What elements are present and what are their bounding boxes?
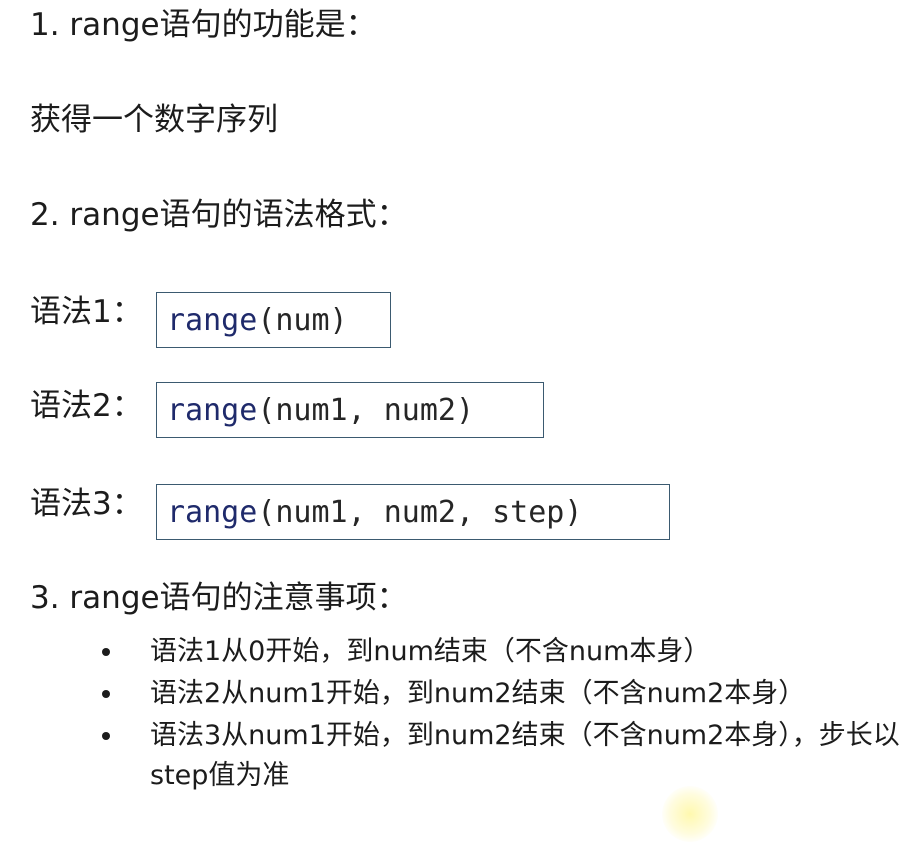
note-text: 语法1从0开始，到num结束（不含num本身）	[150, 636, 711, 667]
section3-heading: 3. range语句的注意事项：	[30, 580, 408, 616]
note-text: 语法3从num1开始，到num2结束（不含num2本身），步长以step值为准	[150, 720, 900, 791]
code-keyword: range	[167, 302, 258, 338]
list-item: 语法1从0开始，到num结束（不含num本身）	[100, 632, 900, 672]
cursor-highlight	[662, 786, 718, 842]
note-text: 语法2从num1开始，到num2结束（不含num2本身）	[150, 678, 806, 709]
bullet-dot-icon	[102, 648, 110, 656]
list-item: 语法2从num1开始，到num2结束（不含num2本身）	[100, 674, 900, 714]
syntax-label: 语法1：	[30, 294, 143, 330]
code-args: (num1, num2, step)	[257, 494, 583, 530]
code-keyword: range	[167, 494, 258, 530]
notes-list: 语法1从0开始，到num结束（不含num本身） 语法2从num1开始，到num2…	[100, 632, 900, 798]
bullet-dot-icon	[102, 732, 110, 740]
bullet-dot-icon	[102, 690, 110, 698]
syntax-label: 语法2：	[30, 388, 143, 424]
code-box: range(num)	[156, 292, 391, 348]
syntax-label: 语法3：	[30, 486, 143, 522]
code-args: (num)	[257, 302, 348, 338]
section2-heading: 2. range语句的语法格式：	[30, 197, 408, 233]
code-args: (num1, num2)	[257, 392, 475, 428]
code-keyword: range	[167, 392, 258, 428]
list-item: 语法3从num1开始，到num2结束（不含num2本身），步长以step值为准	[100, 716, 900, 796]
code-box: range(num1, num2)	[156, 382, 544, 438]
section1-heading: 1. range语句的功能是：	[30, 7, 377, 43]
section1-answer: 获得一个数字序列	[30, 102, 278, 138]
code-box: range(num1, num2, step)	[156, 484, 670, 540]
